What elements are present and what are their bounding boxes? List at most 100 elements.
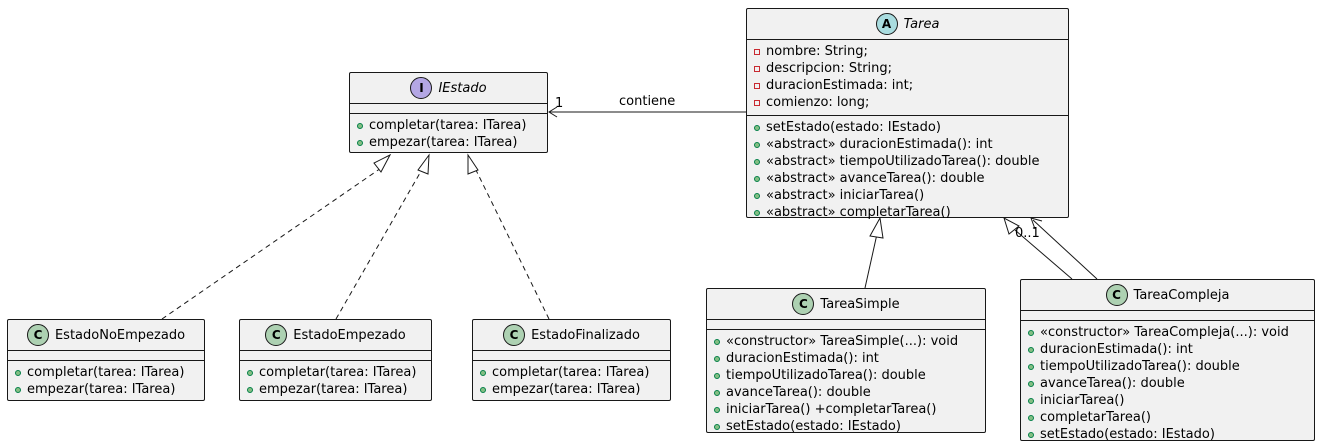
class-name: EstadoEmpezado [293,327,406,343]
class-estado-no-empezado[interactable]: C EstadoNoEmpezado completar(tarea: ITar… [7,319,205,401]
methods-section: «constructor» TareaCompleja(...): void d… [1021,320,1314,447]
private-visibility-icon [754,48,760,55]
method-row: iniciarTarea() [1021,392,1314,409]
methods-section: completar(tarea: ITarea) empezar(tarea: … [240,360,431,402]
fields-section [8,351,204,360]
method-row: «abstract» duracionEstimada(): int [747,136,1068,153]
method-text: tiempoUtilizadoTarea(): double [726,368,926,383]
method-row: «abstract» iniciarTarea() [747,187,1068,204]
method-text: empezar(tarea: ITarea) [27,382,176,397]
class-header: A Tarea [747,9,1068,40]
method-text: completar(tarea: ITarea) [27,365,185,380]
class-iestado[interactable]: I IEstado completar(tarea: ITarea) empez… [349,72,548,153]
method-row: «abstract» avanceTarea(): double [747,170,1068,187]
public-visibility-icon [15,386,21,393]
class-header: C TareaSimple [707,289,985,320]
method-text: setEstado(estado: IEstado) [1040,427,1215,442]
public-visibility-icon [754,209,760,216]
field-text: duracionEstimada: int; [766,78,914,93]
class-estado-empezado[interactable]: C EstadoEmpezado completar(tarea: ITarea… [239,319,432,401]
class-tarea-compleja[interactable]: C TareaCompleja «constructor» TareaCompl… [1020,279,1315,442]
class-tarea-simple[interactable]: C TareaSimple «constructor» TareaSimple(… [706,288,986,434]
method-row: completarTarea() [1021,409,1314,426]
method-row: setEstado(estado: IEstado) [707,418,985,435]
private-visibility-icon [754,82,760,89]
public-visibility-icon [714,389,720,396]
method-text: completar(tarea: ITarea) [259,365,417,380]
method-text: setEstado(estado: IEstado) [726,419,901,434]
public-visibility-icon [1028,380,1034,387]
methods-section: completar(tarea: ITarea) empezar(tarea: … [8,360,204,402]
class-badge-icon: C [503,324,526,346]
public-visibility-icon [754,141,760,148]
method-text: «constructor» TareaCompleja(...): void [1040,325,1289,340]
method-row: «abstract» tiempoUtilizadoTarea(): doubl… [747,153,1068,170]
public-visibility-icon [754,175,760,182]
method-row: avanceTarea(): double [1021,375,1314,392]
public-visibility-icon [1028,329,1034,336]
class-name: IEstado [438,80,487,96]
method-text: empezar(tarea: ITarea) [369,135,518,150]
class-name: EstadoFinalizado [531,327,640,343]
interface-badge-icon: I [410,77,433,99]
public-visibility-icon [714,338,720,345]
realization-line-estado-finalizado [473,165,550,320]
class-badge-icon: C [265,324,288,346]
fields-section [1021,311,1314,320]
method-text: completar(tarea: ITarea) [492,365,650,380]
method-row: completar(tarea: ITarea) [350,117,547,134]
method-row: completar(tarea: ITarea) [473,364,670,381]
public-visibility-icon [15,369,21,376]
method-text: duracionEstimada(): int [726,351,879,366]
method-row: «constructor» TareaSimple(...): void [707,333,985,350]
method-text: empezar(tarea: ITarea) [259,382,408,397]
generalization-arrowhead [869,216,884,239]
class-header: C EstadoFinalizado [473,320,670,351]
method-text: tiempoUtilizadoTarea(): double [1040,359,1240,374]
multiplicity-composite: 0..1 [1015,226,1040,241]
class-estado-finalizado[interactable]: C EstadoFinalizado completar(tarea: ITar… [472,319,671,401]
class-badge-icon: C [26,324,49,346]
method-row: completar(tarea: ITarea) [8,364,204,381]
method-row: «constructor» TareaCompleja(...): void [1021,324,1314,341]
method-row: setEstado(estado: IEstado) [747,119,1068,136]
fields-section [473,351,670,360]
public-visibility-icon [1028,431,1034,438]
method-row: empezar(tarea: ITarea) [240,381,431,398]
method-text: empezar(tarea: ITarea) [492,382,641,397]
field-text: nombre: String; [766,44,868,59]
field-text: comienzo: long; [766,95,870,110]
relation-label-contiene: contiene [619,94,676,109]
public-visibility-icon [1028,346,1034,353]
method-row: tiempoUtilizadoTarea(): double [1021,358,1314,375]
method-text: «abstract» avanceTarea(): double [766,171,985,186]
methods-section: setEstado(estado: IEstado) «abstract» du… [747,115,1068,225]
public-visibility-icon [357,122,363,129]
method-row: setEstado(estado: IEstado) [1021,426,1314,443]
class-tarea[interactable]: A Tarea nombre: String; descripcion: Str… [746,8,1069,220]
public-visibility-icon [754,158,760,165]
method-text: «abstract» iniciarTarea() [766,188,925,203]
fields-section [240,351,431,360]
field-row: descripcion: String; [747,60,1068,77]
methods-section: completar(tarea: ITarea) empezar(tarea: … [350,113,547,155]
public-visibility-icon [754,124,760,131]
association-arrowhead [548,106,558,118]
public-visibility-icon [714,372,720,379]
method-text: «abstract» tiempoUtilizadoTarea(): doubl… [766,154,1040,169]
methods-section: «constructor» TareaSimple(...): void dur… [707,329,985,439]
class-header: C EstadoEmpezado [240,320,431,351]
class-badge-icon: C [1105,284,1128,306]
method-text: setEstado(estado: IEstado) [766,120,941,135]
method-row: iniciarTarea() +completarTarea() [707,401,985,418]
realization-line-estado-empezado [335,165,425,320]
generalization-line-tarea-compleja [1014,229,1073,280]
realization-arrowhead [373,153,392,173]
methods-section: completar(tarea: ITarea) empezar(tarea: … [473,360,670,402]
method-text: «constructor» TareaSimple(...): void [726,334,959,349]
method-text: duracionEstimada(): int [1040,342,1193,357]
public-visibility-icon [754,192,760,199]
method-text: iniciarTarea() +completarTarea() [726,402,937,417]
class-name: EstadoNoEmpezado [54,327,186,343]
fields-section: nombre: String; descripcion: String; dur… [747,40,1068,115]
